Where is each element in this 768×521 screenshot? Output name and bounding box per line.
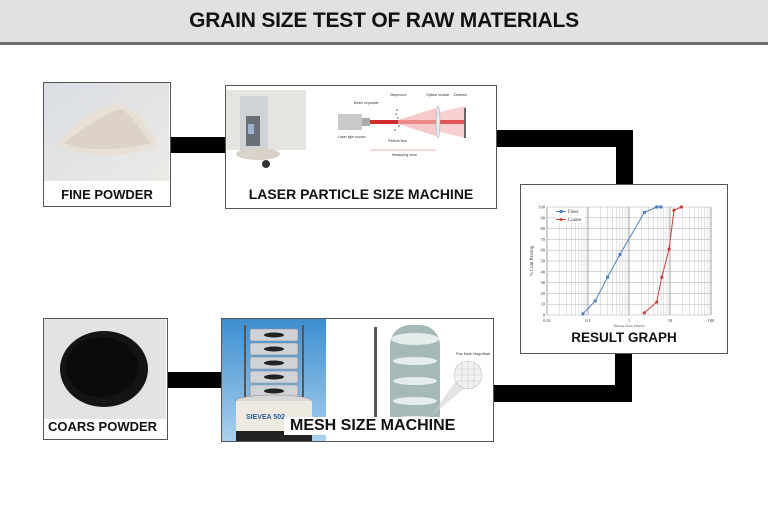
sieve-stack-diagram: Fine Mesh Magnification Pan [374, 325, 490, 435]
svg-text:30: 30 [541, 280, 546, 285]
svg-text:Beam expander: Beam expander [354, 101, 380, 105]
mesh-machine-label: MESH SIZE MACHINE [284, 417, 462, 435]
result-graph-card: 0 10 20 30 40 50 60 70 80 90 100 0.01 0.1 1 10 100Sieve… [520, 184, 728, 354]
svg-text:10: 10 [668, 318, 673, 323]
svg-text:60: 60 [541, 248, 546, 253]
svg-text:100: 100 [708, 318, 716, 323]
svg-text:% Cum Passing: % Cum Passing [530, 245, 535, 276]
fine-powder-card: FINE POWDER [43, 82, 171, 207]
coars-powder-card: COARS POWDER [43, 318, 168, 440]
svg-text:40: 40 [541, 269, 546, 274]
svg-text:SIEVEA 502: SIEVEA 502 [246, 414, 285, 421]
svg-text:Fine Mesh Magnification: Fine Mesh Magnification [456, 352, 490, 356]
mesh-machine-card: SIEVEA 502 Fine Mesh Magnification Pan M… [221, 318, 494, 442]
svg-text:Detector: Detector [454, 93, 468, 97]
svg-text:0: 0 [543, 313, 546, 318]
fine-powder-image [44, 83, 169, 181]
svg-text:Laser light source: Laser light source [338, 135, 366, 139]
connector-graph-to-mesh-h [492, 385, 632, 402]
svg-text:80: 80 [541, 226, 546, 231]
laser-machine-label: LASER PARTICLE SIZE MACHINE [248, 186, 474, 202]
svg-text:50: 50 [541, 259, 546, 264]
svg-text:Optical module: Optical module [426, 93, 449, 97]
grain-size-chart: 0 10 20 30 40 50 60 70 80 90 100 0.01 0.1 1 10 100Sieve… [530, 205, 716, 328]
connector-coars-to-mesh [168, 372, 223, 388]
svg-text:Dispersion: Dispersion [390, 93, 407, 97]
svg-text:70: 70 [541, 237, 546, 242]
svg-text:Measuring zone: Measuring zone [392, 153, 417, 157]
svg-text:10: 10 [541, 302, 546, 307]
svg-text:0.01: 0.01 [543, 318, 551, 323]
connector-laser-to-graph-h [496, 130, 633, 147]
connector-fine-to-laser [170, 137, 226, 153]
page-title: GRAIN SIZE TEST OF RAW MATERIALS [189, 9, 579, 32]
svg-text:Coarse: Coarse [568, 218, 581, 223]
coars-powder-image [44, 319, 166, 419]
svg-text:Fines: Fines [568, 210, 579, 215]
fine-powder-label: FINE POWDER [61, 187, 153, 202]
svg-text:20: 20 [541, 291, 546, 296]
connector-laser-to-graph-v [616, 130, 633, 185]
svg-text:100: 100 [538, 205, 546, 210]
svg-text:Sieve size (mm): Sieve size (mm) [613, 325, 645, 327]
svg-text:0.1: 0.1 [585, 318, 591, 323]
laser-machine-card: Beam expander Laser light source Dispers… [225, 85, 497, 209]
coars-powder-label: COARS POWDER [48, 419, 158, 434]
laser-diffraction-diagram: Beam expander Laser light source Dispers… [338, 93, 468, 157]
svg-text:1: 1 [628, 318, 630, 323]
svg-text:Particle flow: Particle flow [388, 139, 407, 143]
result-graph-label: RESULT GRAPH [571, 330, 677, 345]
svg-text:90: 90 [541, 215, 546, 220]
laser-machine-image [226, 86, 316, 176]
header-banner: GRAIN SIZE TEST OF RAW MATERIALS [0, 0, 768, 45]
